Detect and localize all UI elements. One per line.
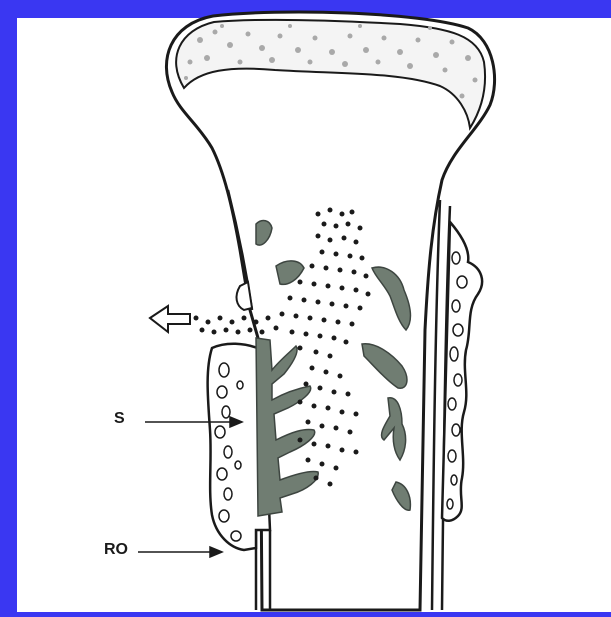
label-s: S <box>114 410 125 428</box>
label-ro: RO <box>104 541 128 559</box>
